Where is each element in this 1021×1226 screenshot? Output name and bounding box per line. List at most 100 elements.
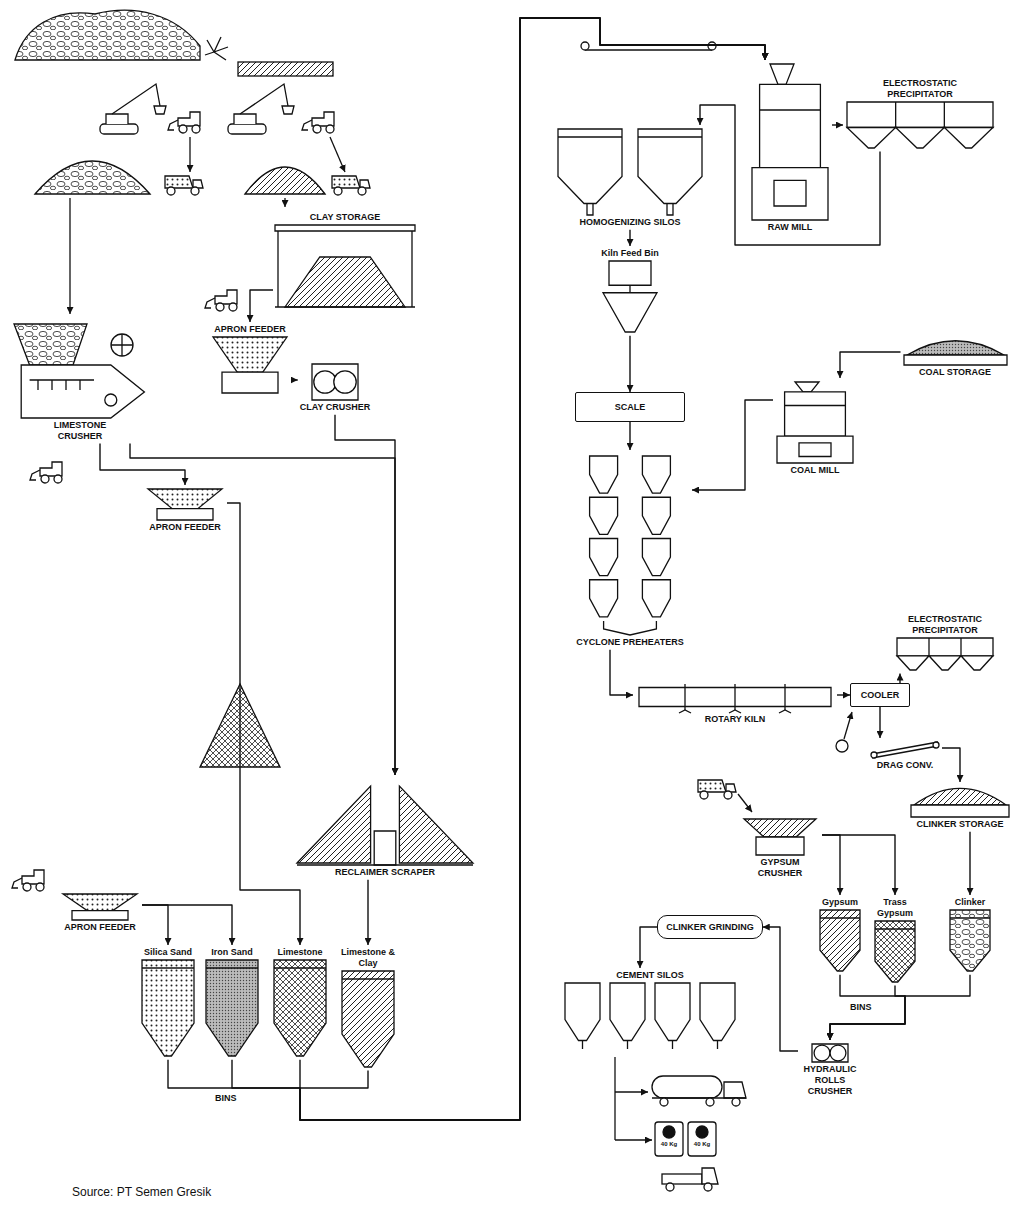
dispatch-line [614, 1057, 615, 1140]
flatbed-truck [662, 1168, 718, 1191]
storage-bin: Trass Gypsum [869, 895, 921, 986]
node-label: Limestone [277, 947, 322, 958]
storage-pile: COAL STORAGE [901, 335, 1010, 380]
node-label: CLAY STORAGE [310, 212, 380, 223]
equipment-art [570, 452, 690, 637]
flow-connector [837, 694, 850, 695]
equipment-outline [897, 638, 993, 670]
source-caption: Source: PT Semen Gresik [72, 1185, 211, 1199]
node-label: COAL MILL [791, 465, 840, 476]
flow-connector [610, 650, 633, 695]
equipment-outline [312, 364, 358, 400]
flow-connector [879, 707, 880, 738]
bag-logo [696, 1126, 708, 1138]
flow-connector [250, 290, 273, 322]
equipment-art [600, 259, 660, 334]
connector-group [100, 18, 970, 1120]
apron-feeder: APRON FEEDER [58, 890, 142, 935]
flow-connector [100, 444, 185, 485]
equipment-outline [565, 983, 735, 1049]
storage-shed: CLAY STORAGE [273, 210, 417, 310]
flow-connector [840, 352, 901, 378]
limestone-quarry [15, 10, 200, 60]
node-label: Gypsum [822, 897, 858, 908]
node-label: APRON FEEDER [64, 922, 136, 933]
node-label: Kiln Feed Bin [601, 248, 659, 259]
flow-connector [969, 832, 970, 895]
conveyor-roller [581, 42, 589, 50]
blast-mark [205, 37, 228, 60]
equipment-art [947, 908, 993, 973]
rotary-kiln: ROTARY KILN [633, 678, 837, 727]
node-label: Iron Sand [211, 947, 253, 958]
equipment-art [870, 740, 940, 760]
feed-bin: Kiln Feed Bin [598, 246, 662, 336]
equipment-outline [812, 1044, 848, 1062]
dump-truck [698, 780, 736, 799]
equipment-outline [63, 894, 137, 920]
node-label: RECLAIMER SCRAPER [335, 867, 435, 878]
flow-connector [142, 905, 168, 945]
node-label: Clinker [955, 897, 986, 908]
equipment-outline [639, 684, 831, 713]
equipment-outline [950, 910, 990, 971]
feed-arrow [738, 794, 752, 812]
equipment-art [817, 908, 863, 973]
storage-bin: Limestone [269, 945, 331, 1060]
node-label: COOLER [861, 690, 900, 701]
equipment-art [775, 380, 855, 465]
node-label: GYPSUM CRUSHER [750, 857, 810, 879]
equipment-art [339, 969, 397, 1069]
precipitator-unit: ELECTROSTATIC PRECIPITATOR [893, 612, 997, 674]
flow-connector [142, 905, 232, 945]
equipment-art [210, 335, 290, 395]
wheel-loader [168, 112, 200, 133]
conveyor-roller [708, 42, 716, 50]
haul-arrow [189, 137, 190, 172]
bin-group-label: BINS [850, 1002, 872, 1013]
flow-connector [832, 124, 843, 125]
limestone-pile [35, 161, 150, 194]
equipment-art [845, 100, 995, 150]
storage-bin: Clinker [945, 895, 995, 975]
storage-bin: Silica Sand [137, 945, 199, 1060]
equipment-art [310, 362, 360, 402]
node-label: RAW MILL [768, 222, 813, 233]
feed-arrow [284, 198, 285, 207]
node-label: CYCLONE PREHEATERS [576, 637, 683, 648]
node-label: APRON FEEDER [149, 522, 221, 533]
equipment-outline [744, 819, 816, 855]
flow-connector [763, 927, 798, 1051]
node-label: CEMENT SILOS [616, 970, 684, 981]
process-box: CLINKER GRINDING [657, 915, 763, 939]
flow-connector [629, 230, 630, 246]
equipment-outline [603, 261, 657, 332]
equipment-outline [206, 960, 258, 1056]
haul-arrow [330, 137, 345, 172]
crusher-unit: GYPSUM CRUSHER [738, 815, 822, 881]
reclaimer-scraper: RECLAIMER SCRAPER [293, 775, 477, 880]
flow-connector [942, 748, 960, 782]
node-label: DRAG CONV. [877, 760, 934, 771]
precipitator-unit: ELECTROSTATIC PRECIPITATOR [843, 76, 997, 152]
flow-connector [899, 674, 900, 683]
equipment-art [895, 636, 995, 672]
equipment-art [872, 919, 918, 984]
cement-bag [655, 1122, 683, 1156]
equipment-outline [14, 324, 144, 418]
bulk-truck [652, 1076, 746, 1106]
equipment-art [560, 981, 740, 1051]
bag-weight: 40 Kg [694, 1141, 710, 1148]
node-label: Silica Sand [144, 947, 192, 958]
equipment-art [145, 487, 225, 522]
equipment-outline [274, 960, 326, 1056]
node-label: HYDRAULIC ROLLS CRUSHER [800, 1064, 860, 1096]
equipment-outline [911, 788, 1009, 817]
equipment-art [635, 680, 835, 714]
bag-weight: 40 Kg [661, 1141, 677, 1148]
dispatch-arrow [615, 1139, 652, 1140]
clay-deposit [238, 62, 333, 76]
flow-connector [300, 18, 765, 1120]
storage-bin: Gypsum [815, 895, 865, 975]
roll-crusher: HYDRAULIC ROLLS CRUSHER [798, 1040, 862, 1098]
